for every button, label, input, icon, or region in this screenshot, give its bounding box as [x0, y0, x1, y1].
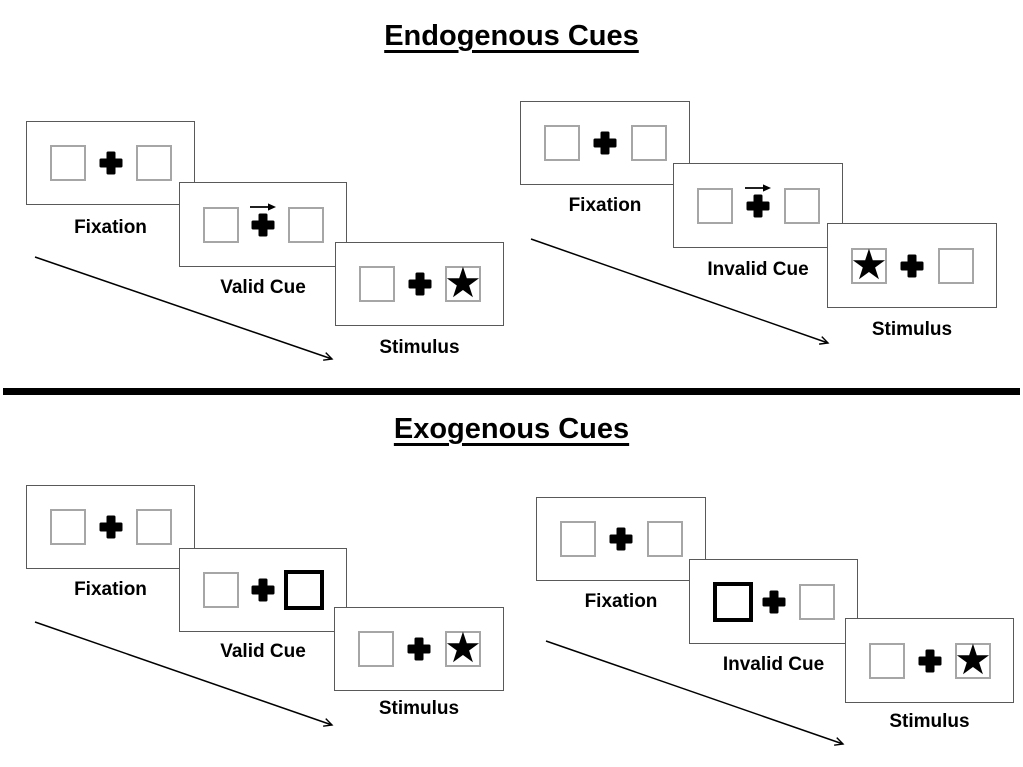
highlighted-left-box	[713, 581, 753, 622]
stimulus-card: ★	[334, 607, 504, 691]
fixation-cross-icon	[918, 649, 941, 672]
right-arrow-icon	[250, 203, 276, 211]
stimulus-label: Stimulus	[871, 319, 953, 340]
left-box: ★	[850, 239, 888, 289]
time-arrow	[34, 621, 334, 727]
cue-label: Invalid Cue	[722, 654, 825, 675]
left-box	[560, 521, 596, 557]
left-box	[358, 631, 394, 667]
fixation-cross-icon	[99, 515, 122, 539]
right-box: ★	[954, 634, 992, 684]
left-box	[544, 125, 580, 161]
cue-label: Valid Cue	[220, 641, 306, 662]
fixation-card	[26, 121, 195, 205]
cue-label: Invalid Cue	[707, 259, 809, 280]
left-box	[697, 187, 733, 224]
fixation-cross-icon	[593, 131, 617, 155]
stimulus-label: Stimulus	[889, 711, 970, 732]
left-box	[50, 145, 86, 181]
star-stimulus-icon: ★	[444, 623, 482, 672]
stimulus-card: ★	[335, 242, 504, 326]
right-box	[647, 521, 683, 557]
right-box	[938, 247, 974, 284]
fixation-cross-icon	[609, 527, 633, 551]
fixation-card	[520, 101, 690, 185]
left-box	[50, 509, 86, 545]
left-box	[359, 266, 395, 302]
right-box	[136, 145, 172, 181]
fixation-label: Fixation	[568, 195, 642, 216]
left-box	[869, 642, 905, 679]
right-box: ★	[444, 258, 482, 307]
cue-card	[179, 182, 347, 267]
left-box	[203, 572, 239, 608]
right-box	[784, 187, 820, 224]
right-box	[136, 509, 172, 545]
fixation-cross-icon	[900, 254, 924, 277]
fixation-label: Fixation	[584, 591, 658, 612]
fixation-cross-icon	[251, 213, 275, 236]
right-box: ★	[444, 623, 482, 672]
exogenous-section-title: Exogenous Cues	[393, 413, 630, 445]
right-box	[631, 125, 667, 161]
stimulus-label: Stimulus	[378, 698, 460, 719]
fixation-cross-icon	[762, 590, 785, 613]
fixation-cross-icon	[251, 578, 275, 602]
right-box	[799, 583, 835, 620]
cue-card	[179, 548, 347, 632]
cue-card	[673, 163, 843, 248]
fixation-label: Fixation	[74, 217, 147, 238]
highlighted-right-box	[284, 570, 324, 610]
time-arrow	[545, 640, 845, 746]
fixation-card	[536, 497, 706, 581]
star-stimulus-icon: ★	[850, 239, 888, 289]
section-divider	[3, 388, 1020, 395]
right-box	[288, 206, 324, 243]
fixation-cross-icon	[408, 272, 431, 296]
endogenous-section-title: Endogenous Cues	[384, 20, 639, 52]
right-arrow-icon	[745, 184, 771, 192]
star-stimulus-icon: ★	[444, 258, 482, 307]
stimulus-card: ★	[845, 618, 1014, 703]
fixation-card	[26, 485, 195, 569]
time-arrow	[530, 238, 830, 345]
stimulus-label: Stimulus	[379, 337, 460, 358]
left-box	[203, 206, 239, 243]
star-stimulus-icon: ★	[954, 634, 992, 684]
stimulus-card: ★	[827, 223, 997, 308]
cue-label: Valid Cue	[220, 277, 306, 298]
fixation-cross-icon	[407, 637, 431, 661]
fixation-cross-icon	[746, 194, 770, 217]
cue-card	[689, 559, 858, 644]
fixation-label: Fixation	[74, 579, 147, 600]
time-arrow	[34, 256, 334, 361]
fixation-cross-icon	[99, 151, 122, 175]
